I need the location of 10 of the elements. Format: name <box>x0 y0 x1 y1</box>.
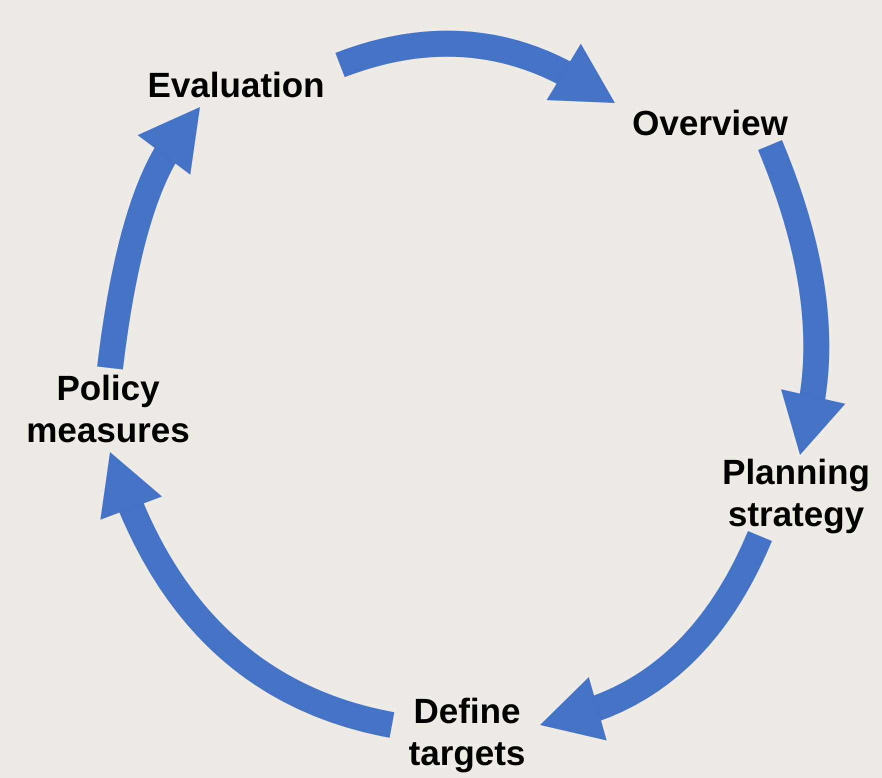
stage-label: Planning strategy <box>711 452 881 536</box>
curved-arrow <box>97 106 199 370</box>
curved-arrow <box>540 530 772 740</box>
curved-arrow <box>336 30 616 102</box>
stage-label: Policy measures <box>8 368 208 452</box>
stage-label: Define targets <box>392 691 542 775</box>
stage-label: Evaluation <box>131 65 341 107</box>
curved-arrow <box>101 452 395 738</box>
curved-arrow <box>758 140 845 456</box>
stage-label: Overview <box>610 103 810 145</box>
